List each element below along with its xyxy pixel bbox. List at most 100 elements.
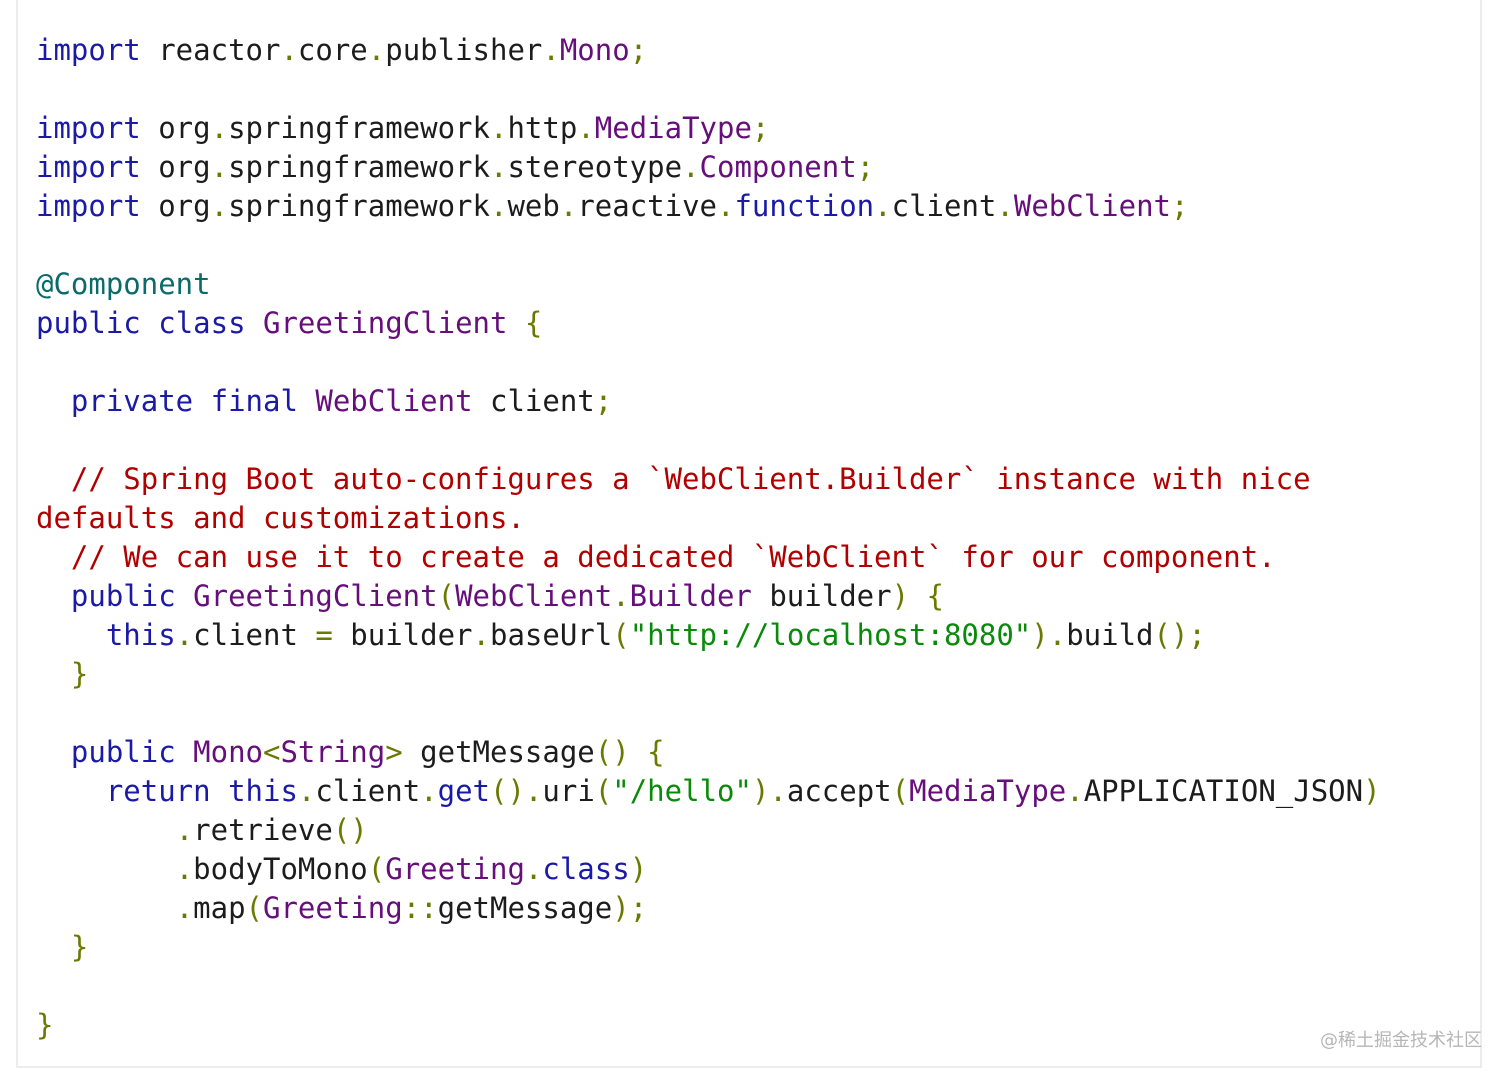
code-token: MediaType bbox=[909, 774, 1067, 808]
code-token: () bbox=[332, 813, 368, 847]
code-token: import bbox=[36, 150, 141, 184]
code-line: .bodyToMono(Greeting.class) bbox=[36, 850, 1381, 889]
code-token: retrieve bbox=[193, 813, 333, 847]
code-token: . bbox=[210, 189, 229, 223]
code-token bbox=[176, 735, 193, 769]
code-token: APPLICATION_JSON bbox=[1083, 774, 1364, 808]
code-token: web bbox=[507, 189, 560, 223]
code-token: = bbox=[315, 618, 333, 652]
code-token: { bbox=[926, 579, 944, 613]
code-token: get bbox=[437, 774, 491, 808]
code-token: stereotype bbox=[507, 150, 683, 184]
code-line: import org.springframework.http.MediaTyp… bbox=[36, 109, 1381, 148]
code-token: . bbox=[489, 189, 508, 223]
code-token: springframework bbox=[228, 189, 490, 223]
code-token: ). bbox=[1031, 618, 1067, 652]
code-line bbox=[36, 226, 1381, 265]
code-token: "http://localhost:8080" bbox=[629, 618, 1032, 652]
code-token: client bbox=[891, 189, 997, 223]
code-line: defaults and customizations. bbox=[36, 499, 1381, 538]
code-line bbox=[36, 343, 1381, 382]
code-line: } bbox=[36, 928, 1381, 967]
code-token bbox=[36, 657, 71, 691]
code-token: ); bbox=[612, 891, 648, 925]
code-token: . bbox=[577, 111, 595, 145]
code-token: Builder bbox=[629, 579, 752, 613]
code-token: . bbox=[367, 33, 386, 67]
code-token: final bbox=[210, 384, 298, 418]
code-token: . bbox=[612, 579, 630, 613]
code-token: core bbox=[297, 33, 368, 67]
code-block-frame bbox=[16, 0, 1482, 1068]
code-token bbox=[141, 306, 158, 340]
code-token: ). bbox=[751, 774, 787, 808]
code-token: ; bbox=[751, 111, 770, 145]
code-token: ; bbox=[1171, 189, 1189, 223]
code-line: // Spring Boot auto-configures a `WebCli… bbox=[36, 460, 1381, 499]
code-token: () bbox=[594, 735, 630, 769]
code-token bbox=[298, 384, 315, 418]
code-token: client bbox=[193, 618, 316, 652]
code-token: ( bbox=[612, 618, 630, 652]
code-token: this bbox=[105, 618, 176, 652]
code-token: < bbox=[263, 735, 281, 769]
code-token: springframework bbox=[228, 150, 490, 184]
code-line bbox=[36, 421, 1381, 460]
code-token: import bbox=[36, 189, 141, 223]
code-token: MediaType bbox=[594, 111, 752, 145]
code-token: . bbox=[1066, 774, 1084, 808]
code-token: ( bbox=[367, 852, 386, 886]
code-token bbox=[193, 384, 210, 418]
code-token: client bbox=[472, 384, 595, 418]
code-token bbox=[246, 306, 263, 340]
code-token: . bbox=[175, 813, 194, 847]
code-line bbox=[36, 694, 1381, 733]
code-token: ( bbox=[594, 774, 613, 808]
code-token: import bbox=[36, 33, 141, 67]
code-line: import reactor.core.publisher.Mono; bbox=[36, 31, 1381, 70]
code-token: . bbox=[280, 33, 298, 67]
code-line: public GreetingClient(WebClient.Builder … bbox=[36, 577, 1381, 616]
code-token: . bbox=[420, 774, 438, 808]
code-line: } bbox=[36, 1006, 1381, 1045]
code-token: Greeting bbox=[263, 891, 403, 925]
code-token: // We can use it to create a dedicated `… bbox=[36, 540, 1276, 574]
code-token: { bbox=[647, 735, 665, 769]
code-line: .map(Greeting::getMessage); bbox=[36, 889, 1381, 928]
code-token: org bbox=[140, 189, 211, 223]
code-token: import bbox=[36, 111, 141, 145]
code-token: baseUrl bbox=[490, 618, 613, 652]
code-token: return bbox=[105, 774, 211, 808]
code-token bbox=[630, 735, 647, 769]
code-line: } bbox=[36, 655, 1381, 694]
code-token: Greeting bbox=[385, 852, 525, 886]
code-token: GreetingClient bbox=[263, 306, 508, 340]
code-token: WebClient bbox=[455, 579, 613, 613]
code-token: Mono bbox=[193, 735, 263, 769]
code-token bbox=[36, 774, 106, 808]
code-token: . bbox=[542, 33, 560, 67]
watermark: @稀土掘金技术社区 bbox=[1320, 1030, 1482, 1051]
code-token: . bbox=[682, 150, 700, 184]
code-token: String bbox=[280, 735, 386, 769]
code-token: ; bbox=[594, 384, 613, 418]
code-token: function bbox=[734, 189, 875, 223]
code-token: builder bbox=[332, 618, 473, 652]
code-line: public class GreetingClient { bbox=[36, 304, 1381, 343]
code-line: private final WebClient client; bbox=[36, 382, 1381, 421]
code-token: bodyToMono bbox=[193, 852, 368, 886]
code-token: . bbox=[210, 150, 229, 184]
code-line: .retrieve() bbox=[36, 811, 1381, 850]
code-block: import reactor.core.publisher.Mono;impor… bbox=[36, 31, 1381, 1045]
code-token: uri bbox=[542, 774, 595, 808]
code-token: ) bbox=[629, 852, 648, 886]
code-token: // Spring Boot auto-configures a `WebCli… bbox=[36, 462, 1311, 496]
code-token bbox=[36, 735, 71, 769]
code-token: getMessage bbox=[402, 735, 595, 769]
code-token: (). bbox=[490, 774, 543, 808]
code-token: org bbox=[140, 150, 211, 184]
code-token: > bbox=[385, 735, 403, 769]
code-token: accept bbox=[786, 774, 892, 808]
code-line: import org.springframework.web.reactive.… bbox=[36, 187, 1381, 226]
code-token: public bbox=[36, 306, 141, 340]
